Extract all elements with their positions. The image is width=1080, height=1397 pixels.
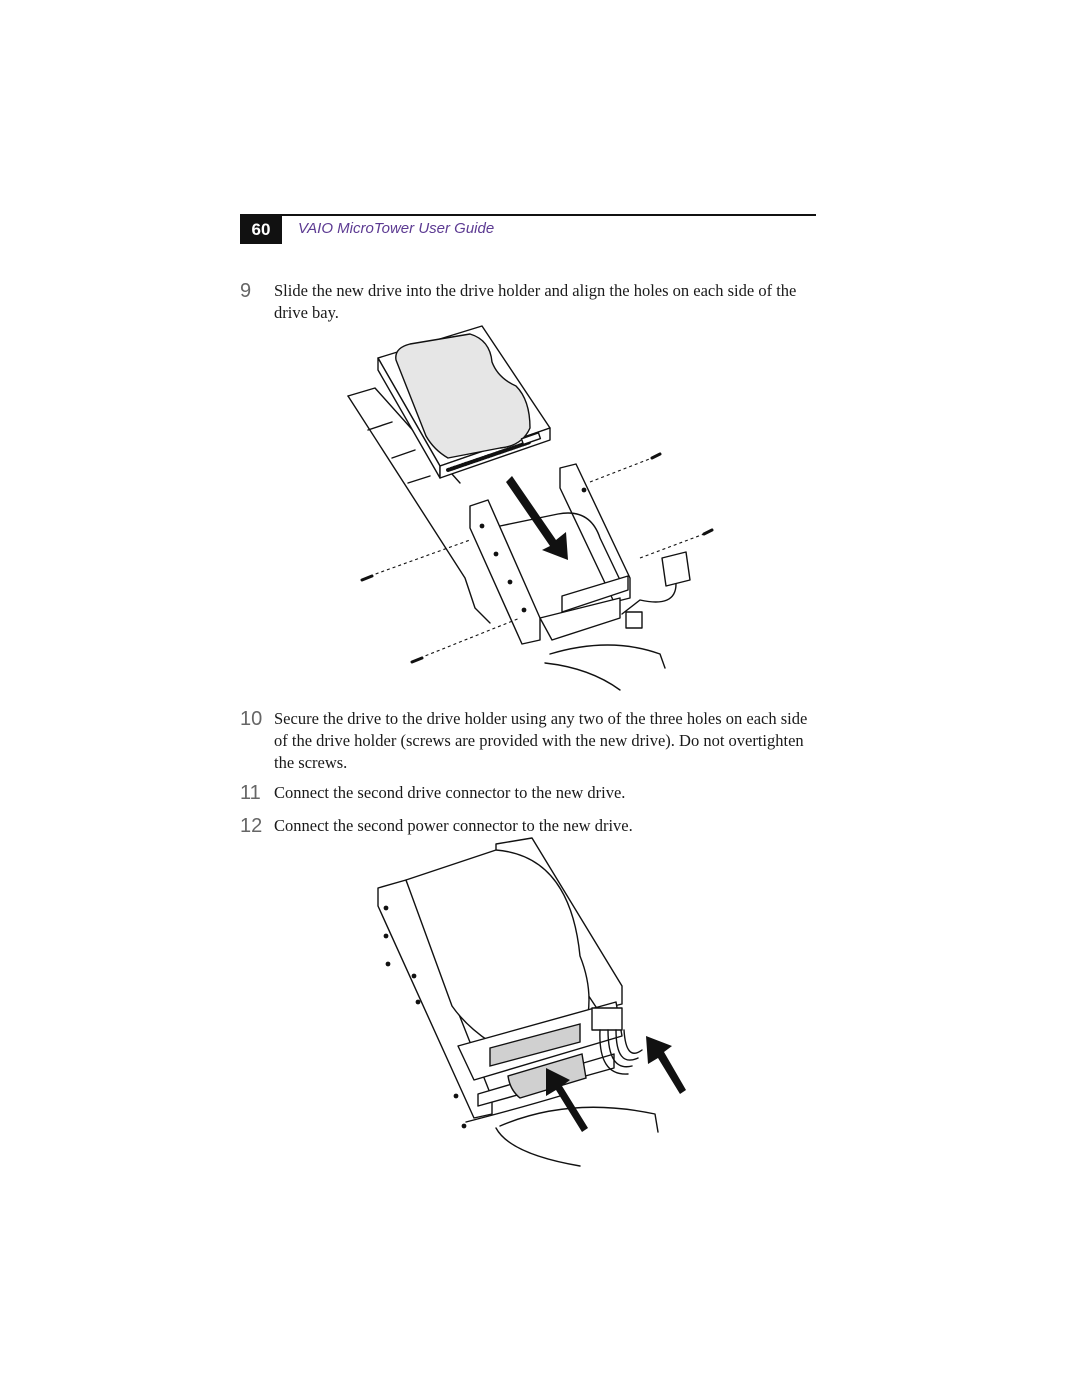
step-number: 10	[240, 708, 263, 730]
step-number: 9	[240, 280, 252, 302]
step-12: 12 Connect the second power connector to…	[240, 815, 820, 837]
drive-holder-icon	[377, 837, 659, 1167]
drive-holder-icon	[469, 463, 691, 691]
up-arrow-icon	[546, 1036, 686, 1132]
hard-drive-icon	[377, 325, 551, 479]
page-number: 60	[240, 215, 282, 244]
step-number: 11	[240, 782, 261, 804]
running-title: VAIO MicroTower User Guide	[298, 220, 495, 237]
step-11: 11 Connect the second drive connector to…	[240, 782, 820, 804]
screw-icon	[360, 452, 714, 664]
step-9: 9 Slide the new drive into the drive hol…	[240, 280, 820, 324]
header-rule	[240, 214, 816, 216]
drive-connector-illustration	[377, 837, 686, 1167]
step-number: 12	[240, 815, 263, 837]
step-10: 10 Secure the drive to the drive holder …	[240, 708, 820, 774]
step-text: Secure the drive to the drive holder usi…	[274, 709, 808, 772]
step-text: Slide the new drive into the drive holde…	[274, 281, 797, 322]
step-text: Connect the second power connector to th…	[274, 816, 633, 835]
step-text: Connect the second drive connector to th…	[274, 783, 626, 802]
drive-insertion-illustration	[347, 325, 714, 691]
